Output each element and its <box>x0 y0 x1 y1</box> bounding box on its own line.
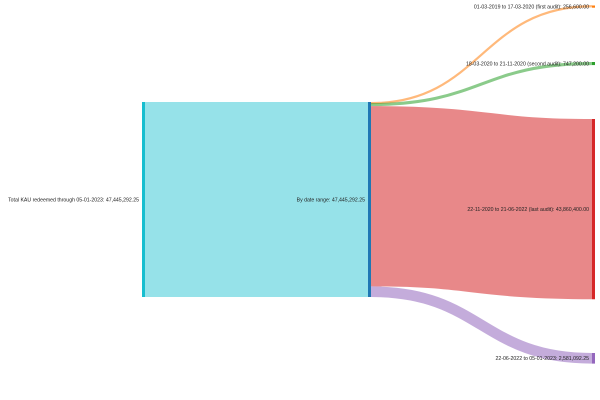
node-label-last: 22-11-2020 to 21-06-2022 (last audit): 4… <box>467 207 589 213</box>
node-label-total: Total KAU redeemed through 05-01-2023: 4… <box>8 197 139 203</box>
link-bydate-second <box>370 62 593 107</box>
node-label-recent: 22-06-2022 to 05-01-2023: 2,581,092.25 <box>496 356 590 362</box>
link-bydate-last <box>370 106 593 300</box>
labels-layer: Total KAU redeemed through 05-01-2023: 4… <box>8 4 589 362</box>
node-bydate <box>368 102 371 297</box>
node-last <box>592 119 595 300</box>
node-total <box>142 102 145 297</box>
link-total-bydate <box>145 102 368 297</box>
node-label-first: 01-03-2019 to 17-03-2020 (first audit): … <box>474 4 589 10</box>
links-layer <box>145 5 593 364</box>
link-bydate-recent <box>370 286 593 364</box>
node-label-bydate: By date range: 47,445,292.25 <box>297 197 365 203</box>
nodes-layer <box>142 5 595 364</box>
link-bydate-first <box>370 5 593 105</box>
node-second <box>592 62 595 66</box>
node-recent <box>592 353 595 364</box>
node-label-second: 18-03-2020 to 21-11-2020 (second audit):… <box>466 61 589 67</box>
node-first <box>592 5 595 8</box>
